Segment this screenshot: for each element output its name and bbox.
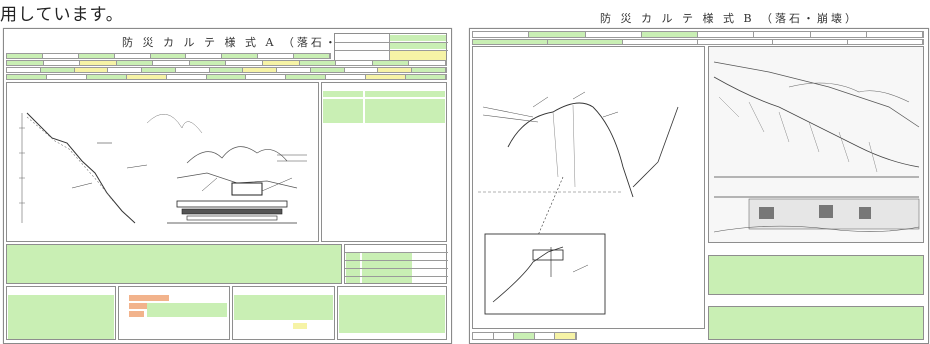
sheet-b-left-drawing bbox=[472, 46, 705, 329]
sheet-a-bottom-column-1 bbox=[6, 286, 116, 340]
sheet-b-notes-box bbox=[708, 255, 924, 295]
sheet-b-footer-row bbox=[472, 332, 577, 340]
sheet-a-bottom-column-3 bbox=[232, 286, 335, 340]
karte-sheet-b bbox=[469, 28, 929, 344]
sheet-a-description-area bbox=[6, 244, 342, 284]
sheet-b-remarks-box bbox=[708, 306, 924, 340]
page-caption: 用しています。 bbox=[0, 5, 124, 25]
sheet-b-right-sketch bbox=[708, 46, 924, 243]
sheet-a-cross-section-drawing bbox=[19, 112, 307, 224]
sheet-a-bottom-column-2 bbox=[118, 286, 230, 340]
sheet-a-info-row-4 bbox=[6, 74, 447, 80]
sheet-a-bottom-column-4 bbox=[337, 286, 447, 340]
sheet-b-subheader-row bbox=[472, 39, 924, 45]
sheet-a-drawing-area bbox=[6, 82, 319, 242]
sheet-a-info-row-2 bbox=[6, 60, 447, 66]
sheet-a-title: 防 災 カ ル テ 様 式 A （落石・崩壊） bbox=[122, 36, 381, 49]
sheet-b-title: 防 災 カ ル テ 様 式 B （落石・崩壊） bbox=[600, 12, 860, 25]
sheet-a-header-table bbox=[334, 33, 448, 62]
sheet-a-right-panel bbox=[321, 82, 447, 242]
sheet-b-header-row bbox=[472, 31, 924, 38]
sheet-b-slope-sketch bbox=[709, 47, 923, 242]
sheet-b-section-drawing bbox=[478, 91, 679, 315]
sheet-a-evaluation-table bbox=[344, 244, 448, 284]
karte-sheet-a: 防 災 カ ル テ 様 式 A （落石・崩壊） bbox=[3, 28, 452, 344]
sheet-a-info-row-3 bbox=[6, 67, 447, 73]
sheet-a-info-row-1 bbox=[6, 53, 331, 59]
